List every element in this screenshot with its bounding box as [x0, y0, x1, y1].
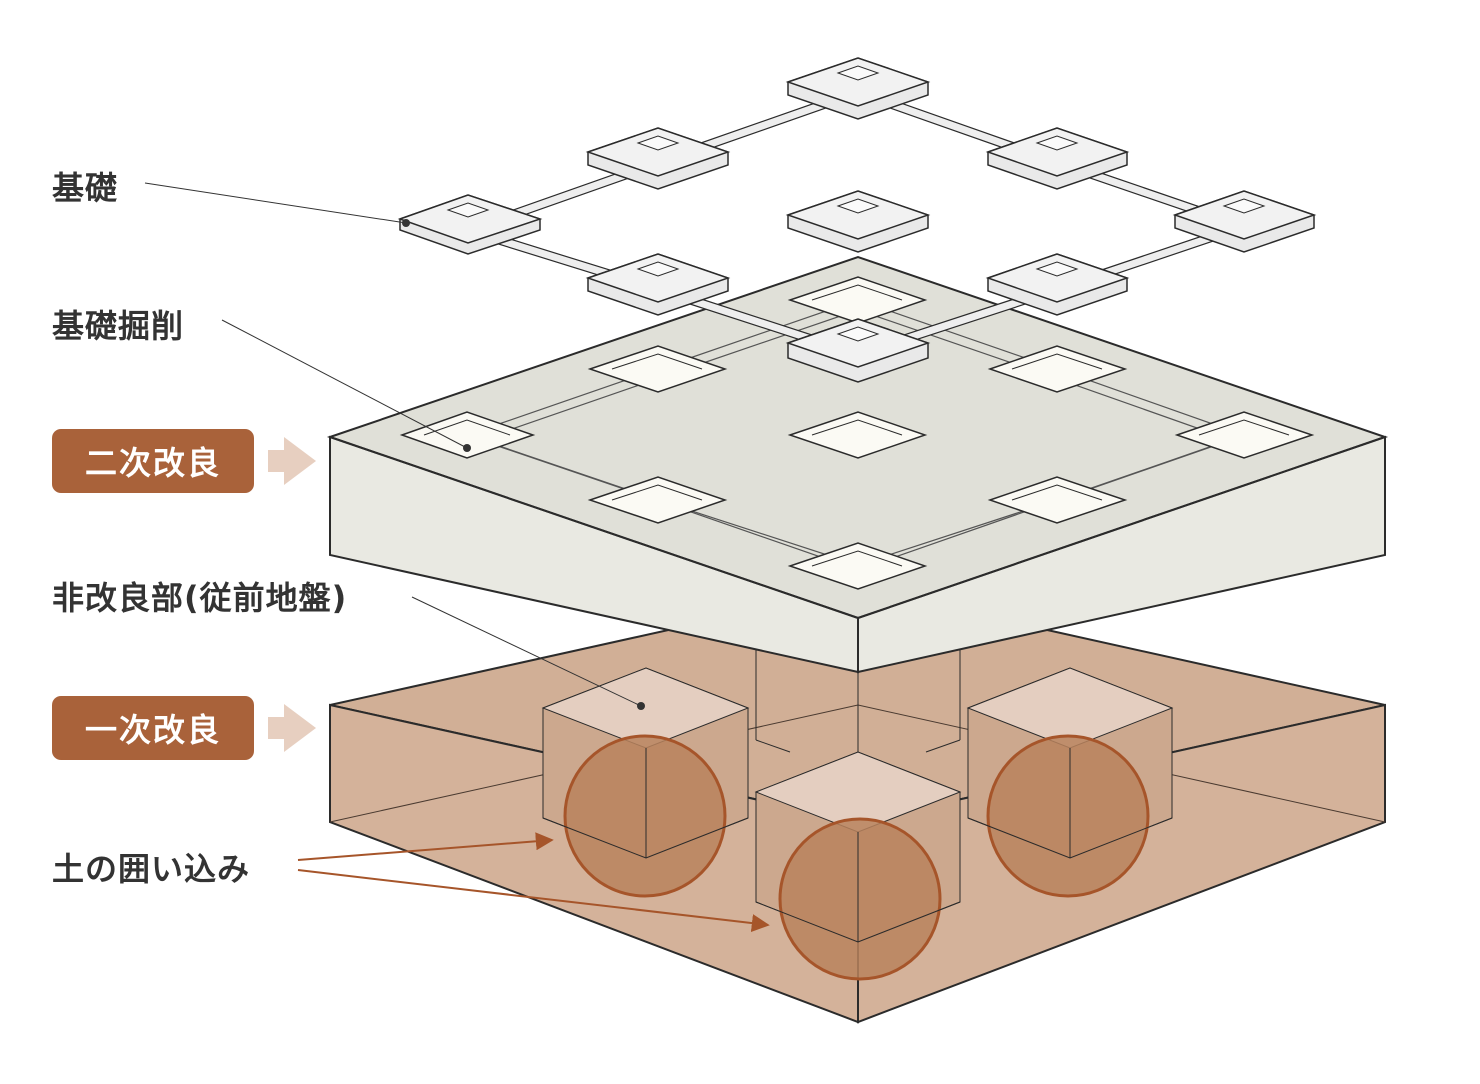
pit-9 [787, 542, 928, 590]
arrow-stem-secondary [268, 450, 286, 472]
soil-enclosure-arrows [297, 832, 770, 933]
pit-1 [399, 411, 536, 459]
label-non-improved: 非改良部(従前地盤) [52, 579, 348, 617]
soil-enclosure-circle-center [778, 817, 942, 981]
soil-block-back [755, 640, 961, 753]
pit-8 [987, 476, 1128, 524]
pit-3 [787, 276, 928, 324]
pit-4 [987, 345, 1128, 393]
footing-7 [585, 253, 731, 316]
footing-9 [785, 318, 931, 383]
pit-7 [587, 476, 728, 524]
arrow-stem-primary [268, 717, 286, 739]
footing-2 [585, 127, 731, 190]
soil-block-right [966, 667, 1174, 898]
soil-block-center-top [754, 751, 962, 833]
leader-non-improved [411, 596, 642, 707]
label-soil-enclosure: 土の囲い込み [52, 850, 251, 888]
footing-3 [785, 57, 931, 120]
footing-4 [985, 127, 1130, 190]
soil-enclosure-circle-left [563, 734, 727, 898]
foundation-footings [397, 57, 1317, 383]
badge-primary-improvement: 一次改良 [52, 696, 254, 760]
excavation-pits [399, 276, 1315, 590]
leader-lines [144, 182, 642, 707]
pit-5 [1174, 411, 1315, 459]
footing-8 [985, 253, 1130, 316]
soil-block-left-top [541, 667, 750, 749]
arrow-primary-icon [284, 704, 316, 752]
badge-secondary-improvement: 二次改良 [52, 429, 254, 493]
soil-block-left [541, 667, 750, 898]
pit-6 [787, 411, 928, 459]
pit-2 [587, 345, 728, 393]
soil-enclosure-circle-right [986, 734, 1150, 898]
footing-1 [397, 194, 543, 255]
label-foundation: 基礎 [52, 169, 119, 207]
leader-excavation [221, 319, 468, 449]
soil-block-center [754, 751, 962, 981]
footing-5 [1172, 190, 1317, 253]
arrow-secondary-icon [284, 437, 316, 485]
soil-block-right-top [966, 667, 1174, 749]
leader-foundation [144, 182, 407, 224]
footing-6 [785, 190, 931, 253]
label-excavation: 基礎掘削 [52, 307, 185, 345]
